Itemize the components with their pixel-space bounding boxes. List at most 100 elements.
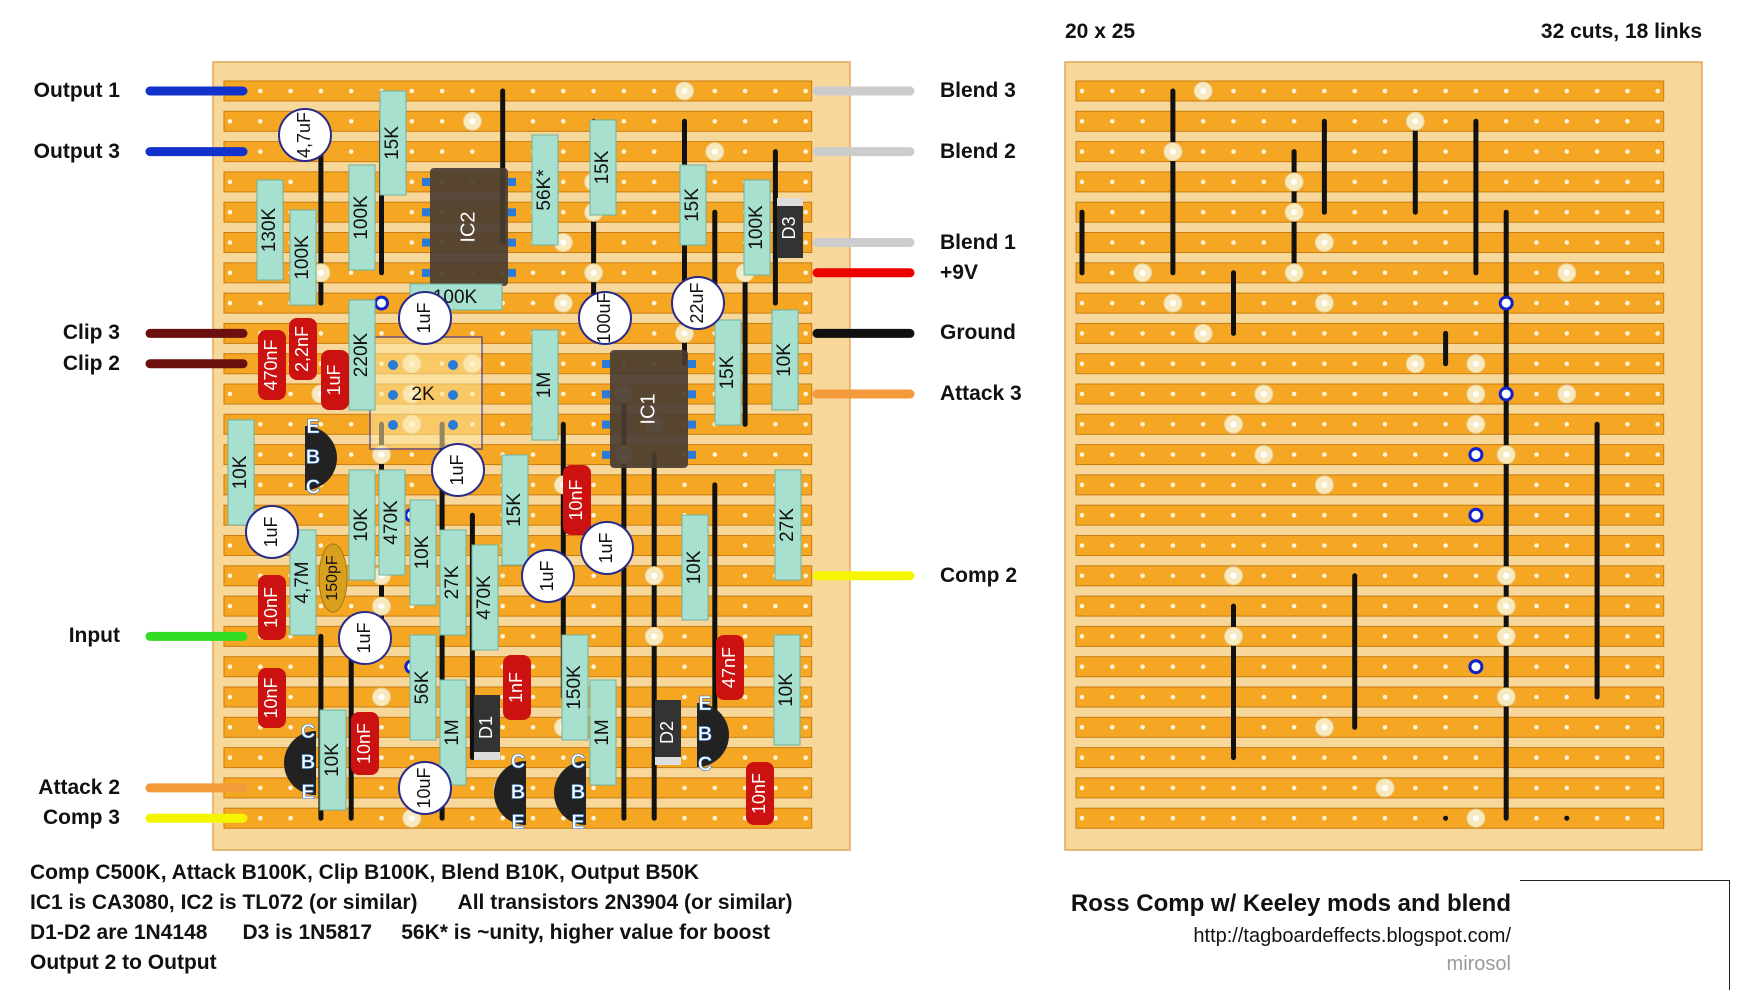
strip-hole — [1594, 785, 1600, 791]
strip-hole — [1231, 149, 1236, 154]
strip-hole — [1110, 422, 1115, 427]
strip-hole — [1655, 88, 1660, 94]
strip-hole — [1110, 209, 1115, 215]
strip-hole — [1534, 664, 1539, 669]
strip-hole — [773, 119, 778, 124]
strip-hole — [1200, 422, 1206, 427]
strip-hole — [1564, 573, 1570, 579]
resistor-body — [774, 469, 802, 581]
strip-hole — [258, 452, 263, 457]
strip-hole — [227, 391, 233, 397]
resistor: 15K — [501, 454, 529, 566]
resistor-label: 470K — [381, 500, 402, 545]
strip-hole — [1534, 694, 1539, 700]
film-cap-label: 1uF — [324, 364, 344, 395]
strip-hole — [258, 149, 263, 154]
strip-hole — [1140, 240, 1145, 245]
wire-label-right: Blend 3 — [940, 79, 1016, 102]
credit-url[interactable]: http://tagboardeffects.blogspot.com/ — [1193, 925, 1511, 947]
solder-joint — [1468, 447, 1484, 463]
strip-hole — [1200, 149, 1206, 154]
strip-hole — [591, 482, 596, 488]
strip-hole — [1655, 331, 1660, 336]
resistor-body — [531, 329, 559, 441]
strip-hole — [1655, 573, 1660, 579]
resistor-body — [409, 634, 437, 741]
strip-hole — [773, 422, 778, 427]
strip-hole — [621, 270, 627, 276]
strip-hole — [1170, 573, 1176, 579]
strip-hole — [409, 88, 415, 94]
strip-hole — [1200, 543, 1206, 548]
strip-hole — [561, 331, 566, 336]
strip-hole — [1291, 422, 1297, 427]
strip-hole — [1079, 149, 1085, 154]
strip-hole — [712, 119, 718, 124]
strip-hole — [1382, 664, 1388, 669]
strip-hole — [1625, 422, 1630, 427]
electrolytic-capacitor: 100uF — [578, 291, 632, 345]
strip-hole — [621, 119, 627, 124]
film-capacitor: 10nF — [351, 712, 379, 775]
strip-hole — [1443, 300, 1448, 306]
strip-hole — [712, 179, 718, 185]
strip-hole — [1655, 603, 1660, 609]
strip-hole — [1291, 300, 1297, 306]
cut-hole — [469, 118, 476, 125]
strip-hole — [530, 300, 536, 306]
strip-hole — [1413, 300, 1418, 306]
strip-hole — [773, 785, 778, 791]
strip-hole — [1564, 543, 1570, 548]
strip-hole — [1110, 179, 1115, 185]
strip-hole — [348, 149, 354, 154]
strip-hole — [1382, 391, 1388, 397]
strip-hole — [803, 664, 808, 669]
strip-hole — [1231, 179, 1236, 185]
cut-hole — [1503, 572, 1510, 579]
strip-hole — [530, 270, 536, 276]
note-line: D1-D2 are 1N4148 D3 is 1N5817 56K* is ~u… — [30, 921, 771, 944]
strip-hole — [1200, 512, 1206, 518]
strip-hole — [1625, 209, 1630, 215]
strip-hole — [1655, 300, 1660, 306]
resistor: 27K — [774, 469, 802, 581]
strip-hole — [1110, 755, 1115, 760]
film-cap-body — [716, 635, 744, 700]
strip-hole — [1443, 452, 1448, 457]
strip-hole — [1140, 573, 1145, 579]
copper-strip — [1075, 413, 1665, 435]
strip-hole — [1443, 240, 1448, 245]
strip-hole — [409, 179, 415, 185]
strip-hole — [1170, 634, 1176, 639]
copper-strip — [1075, 171, 1665, 193]
strip-hole — [1443, 391, 1448, 397]
el-cap-body — [521, 549, 575, 603]
strip-hole — [1564, 785, 1570, 791]
strip-hole — [1200, 573, 1206, 579]
cut-hole — [1503, 451, 1510, 458]
transistor-pin-label: E — [571, 812, 584, 834]
strip-hole — [1534, 634, 1539, 639]
el-cap-label: 1uF — [354, 622, 374, 653]
strip-hole — [591, 785, 596, 791]
cut-hole — [1412, 118, 1419, 125]
strip-hole — [591, 603, 596, 609]
strip-hole — [1382, 300, 1388, 306]
strip-hole — [1261, 664, 1267, 669]
el-cap-label: 100uF — [594, 292, 614, 343]
strip-hole — [258, 815, 263, 821]
strip-hole — [742, 694, 748, 700]
strip-hole — [1079, 482, 1085, 488]
el-cap-label: 4,7uF — [294, 112, 314, 158]
resistor: 56K — [409, 634, 437, 741]
copper-strip — [1075, 807, 1665, 829]
strip-hole — [1140, 664, 1145, 669]
strip-hole — [227, 664, 233, 669]
strip-hole — [1443, 603, 1448, 609]
strip-hole — [621, 88, 627, 94]
cut-hole — [560, 300, 567, 307]
strip-hole — [1352, 755, 1357, 760]
wire-label-left: Clip 3 — [62, 321, 120, 345]
strip-hole — [1261, 543, 1267, 548]
